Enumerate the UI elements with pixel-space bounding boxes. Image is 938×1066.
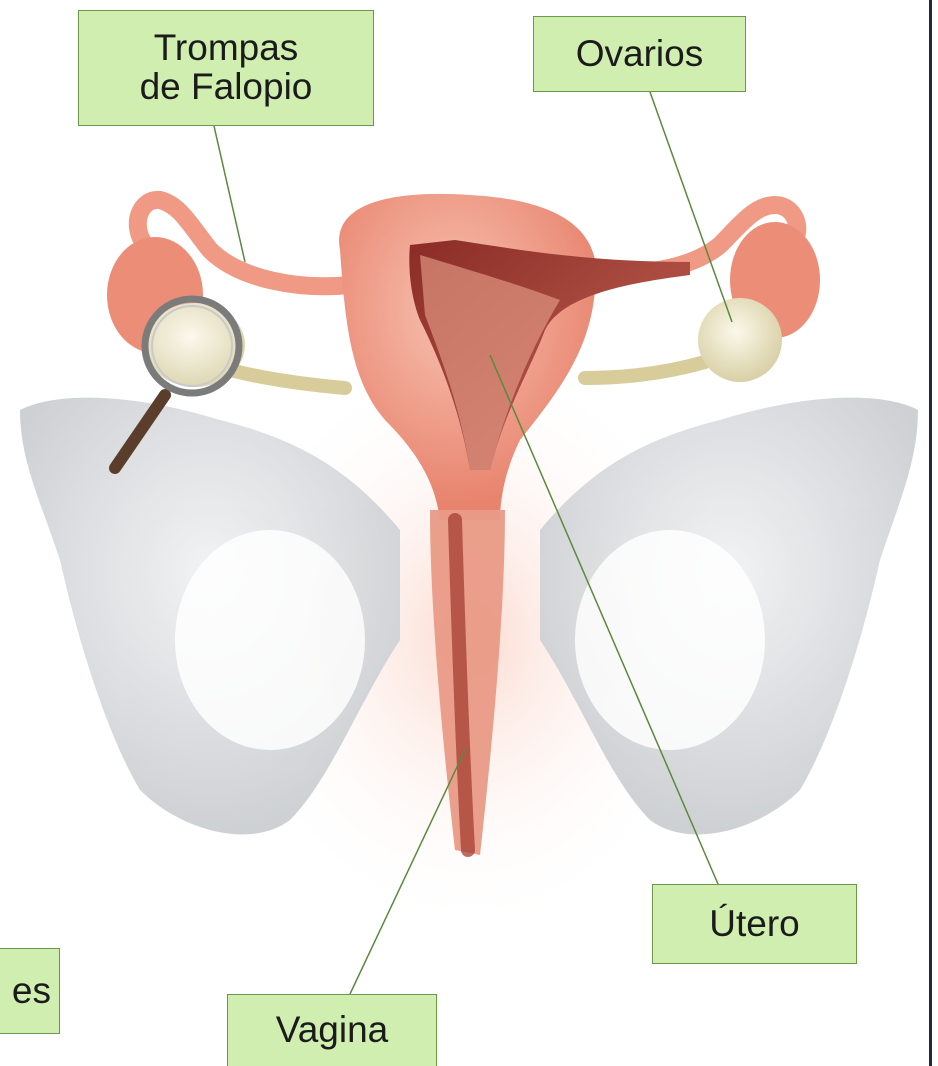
leader-ovarios (650, 92, 732, 322)
label-ovarios-text: Ovarios (576, 35, 703, 74)
label-vagina: Vagina (227, 994, 437, 1066)
label-partial-left: es (0, 948, 60, 1034)
label-ovarios: Ovarios (533, 16, 746, 92)
leader-trompas (214, 126, 245, 262)
label-partial-left-text: es (12, 972, 51, 1011)
label-vagina-text: Vagina (276, 1011, 388, 1050)
label-utero: Útero (652, 884, 857, 964)
label-trompas-line1: Trompas (154, 29, 299, 68)
left-ovarian-ligament (230, 370, 345, 388)
label-utero-text: Útero (709, 905, 799, 944)
label-trompas-de-falopio: Trompas de Falopio (78, 10, 374, 126)
right-ovary (698, 298, 782, 382)
right-ovarian-ligament (585, 362, 705, 378)
label-trompas-line2: de Falopio (140, 68, 313, 107)
